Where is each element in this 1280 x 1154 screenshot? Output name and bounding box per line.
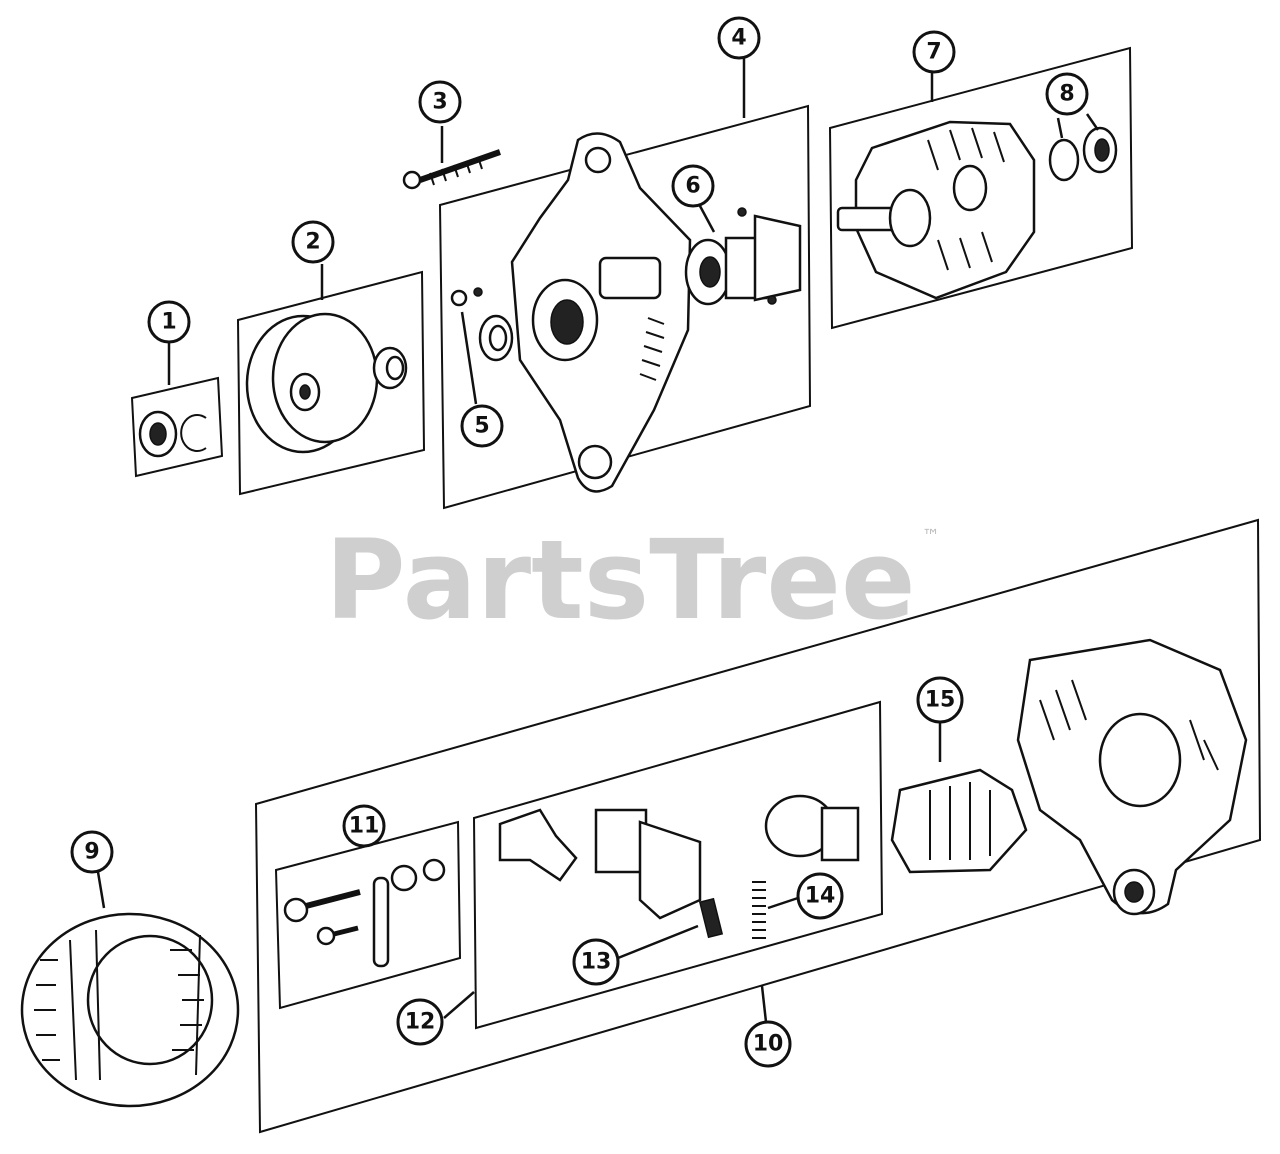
bolt-seal-part xyxy=(450,287,514,362)
callout-9: 9 xyxy=(70,830,114,874)
callout-number: 8 xyxy=(1059,82,1074,107)
brush-part xyxy=(698,897,724,939)
callout-number: 1 xyxy=(161,310,176,335)
callout-14: 14 xyxy=(796,872,844,920)
pulley-part xyxy=(245,312,408,454)
callout-8: 8 xyxy=(1045,72,1089,116)
through-bolt-part xyxy=(402,149,501,190)
spring-part xyxy=(752,881,766,939)
callout-13: 13 xyxy=(572,938,620,986)
rear-bearing-part xyxy=(1048,126,1118,182)
callout-5: 5 xyxy=(460,404,504,448)
callout-4: 4 xyxy=(717,16,761,60)
callout-3: 3 xyxy=(418,80,462,124)
callout-number: 12 xyxy=(405,1010,436,1035)
rear-end-frame-part xyxy=(1016,638,1248,916)
callout-number: 13 xyxy=(581,950,612,975)
callout-6: 6 xyxy=(671,164,715,208)
panel-terminal-kit xyxy=(274,820,462,1010)
rotor-part xyxy=(836,120,1036,300)
bearing-retainer-part xyxy=(684,207,802,306)
callout-number: 4 xyxy=(731,26,746,51)
callout-7: 7 xyxy=(912,30,956,74)
rectifier-part xyxy=(890,768,1028,874)
callout-number: 9 xyxy=(84,840,99,865)
callout-number: 3 xyxy=(432,90,447,115)
watermark-trademark: ™ xyxy=(922,526,940,547)
callout-number: 11 xyxy=(349,814,380,839)
front-housing-part xyxy=(510,132,692,493)
callout-number: 5 xyxy=(474,414,489,439)
brush-holder-part xyxy=(498,794,860,920)
leader-lines xyxy=(96,58,1100,1023)
nut-washer-part xyxy=(138,410,207,458)
callout-number: 10 xyxy=(753,1032,784,1057)
callout-10: 10 xyxy=(744,1020,792,1068)
callout-1: 1 xyxy=(147,300,191,344)
parts-tree-watermark: PartsTree ™ xyxy=(325,516,940,644)
callout-number: 2 xyxy=(305,230,320,255)
stator-part xyxy=(20,912,240,1108)
callout-number: 15 xyxy=(925,688,956,713)
callout-11: 11 xyxy=(342,804,386,848)
callout-2: 2 xyxy=(291,220,335,264)
callout-number: 14 xyxy=(805,884,836,909)
callout-number: 6 xyxy=(685,174,700,199)
callout-number: 7 xyxy=(926,40,941,65)
watermark-brand: PartsTree xyxy=(325,516,916,644)
callout-12: 12 xyxy=(396,998,444,1046)
terminal-kit-part xyxy=(283,858,446,968)
callout-15: 15 xyxy=(916,676,964,724)
